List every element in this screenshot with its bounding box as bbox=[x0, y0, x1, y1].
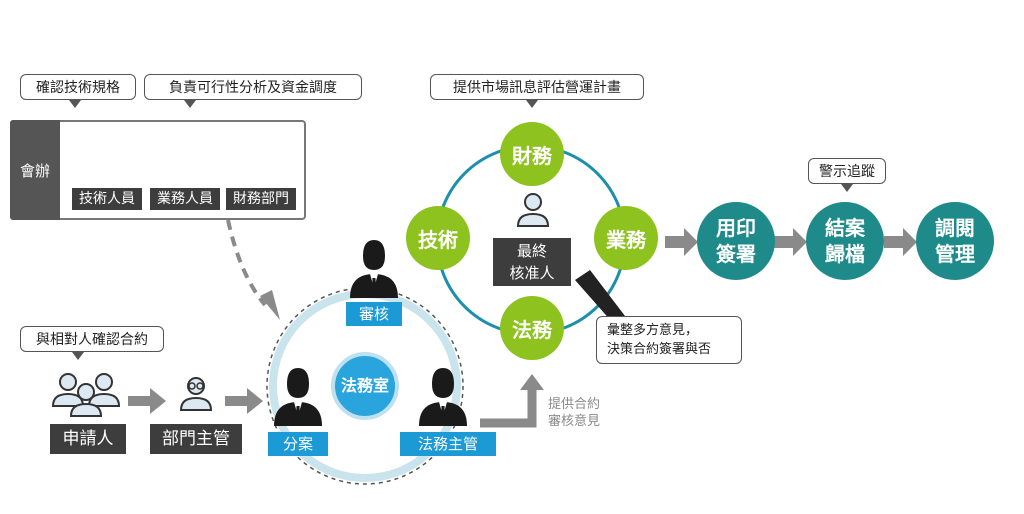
review-label: 審核 bbox=[346, 302, 402, 326]
supervisor-label: 法務主管 bbox=[400, 432, 496, 456]
cosign-role-tech: 技術人員 bbox=[72, 188, 142, 210]
arrow-to-step2 bbox=[774, 228, 807, 256]
callout-market: 提供市場訊息評估營運計畫 bbox=[430, 74, 644, 100]
callout-tail bbox=[526, 100, 538, 108]
applicant-label: 申請人 bbox=[50, 424, 126, 454]
step-retrieve-manage: 調閱管理 bbox=[916, 202, 994, 280]
dept-head-label: 部門主管 bbox=[150, 424, 242, 454]
ring-business: 業務 bbox=[594, 206, 658, 270]
provide-elbow-arrow bbox=[480, 388, 537, 428]
arrow-to-step3 bbox=[884, 228, 917, 256]
assign-label: 分案 bbox=[268, 432, 328, 456]
ring-finance: 財務 bbox=[500, 122, 564, 186]
applicant-figures bbox=[52, 373, 120, 417]
ring-legal: 法務 bbox=[500, 296, 564, 360]
arrow-to-legal bbox=[225, 388, 263, 414]
arrow-to-step1 bbox=[665, 228, 698, 256]
provide-text: 提供合約 審核意見 bbox=[548, 397, 601, 429]
callout-tail bbox=[72, 352, 84, 360]
cosign-dashed-arrow bbox=[226, 219, 267, 307]
step-close-archive: 結案歸檔 bbox=[806, 202, 884, 280]
callout-tail bbox=[69, 100, 81, 108]
step-seal-sign: 用印簽署 bbox=[697, 202, 775, 280]
legal-center-label: 法務室 bbox=[340, 376, 389, 395]
callout-warning: 警示追蹤 bbox=[808, 158, 886, 184]
approver-figure bbox=[517, 193, 549, 227]
assign-figure bbox=[274, 368, 322, 426]
legal-ring-outer bbox=[266, 287, 464, 485]
review-figure bbox=[350, 240, 398, 298]
dept-head-figure bbox=[180, 377, 212, 411]
callout-confirm-spec: 確認技術規格 bbox=[20, 74, 136, 100]
cosign-role-finance: 財務部門 bbox=[226, 188, 296, 210]
cosign-title: 會辦 bbox=[10, 120, 60, 220]
arrow-to-dept bbox=[128, 388, 166, 414]
callout-tail bbox=[841, 184, 853, 192]
callout-confirm-contract: 與相對人確認合約 bbox=[20, 326, 164, 352]
cosign-role-business: 業務人員 bbox=[150, 188, 220, 210]
decision-note: 彙整多方意見， 決策合約簽署與否 bbox=[596, 316, 742, 364]
approver-label: 最終 核准人 bbox=[493, 238, 571, 286]
ring-tech: 技術 bbox=[406, 206, 470, 270]
approver-pointer bbox=[575, 270, 625, 322]
legal-center bbox=[331, 352, 399, 420]
callout-tail bbox=[184, 100, 196, 108]
callout-feasibility: 負責可行性分析及資金調度 bbox=[144, 74, 362, 100]
